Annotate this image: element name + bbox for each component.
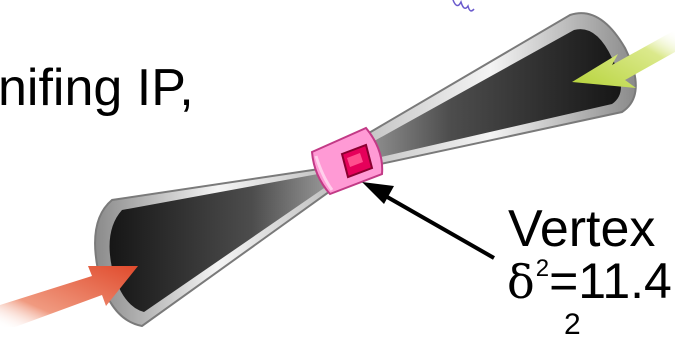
incoming-beam-arrow-icon: [0, 266, 138, 327]
delta-value: =11.4: [549, 253, 672, 309]
delta-symbol: δ: [507, 255, 535, 309]
vertex-label: Vertex: [508, 200, 656, 258]
beam-pipe-left-cone: [94, 166, 342, 327]
scribble-mark-icon: [452, 0, 475, 12]
incoming-beam-arrow-icon: [572, 30, 675, 88]
vertex-region: [310, 126, 384, 196]
pointer-arrow-icon: [362, 182, 495, 260]
delta-exponent: 2: [535, 255, 550, 282]
top-left-caption: nifing IP,: [0, 59, 194, 117]
bottom-partial-text: 2: [564, 308, 581, 341]
interaction-region-diagram: [0, 0, 675, 327]
beam-pipe-right-cone: [343, 12, 637, 170]
delta-squared-value: δ2=11.4: [507, 256, 672, 306]
